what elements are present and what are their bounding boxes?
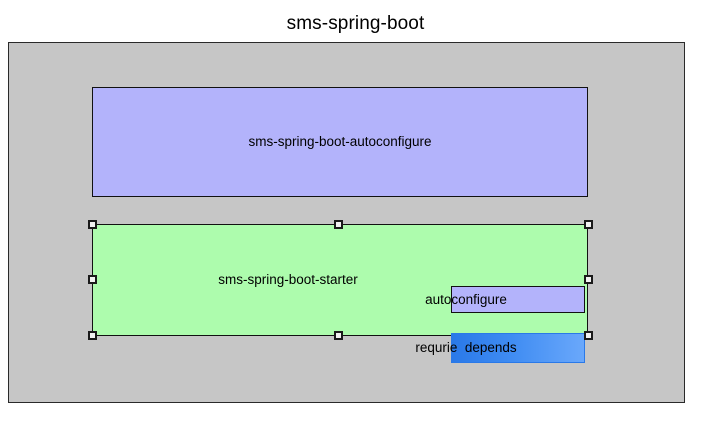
node-starter-module-label: sms-spring-boot-starter (218, 272, 358, 287)
selection-handle-top-left[interactable] (88, 220, 97, 229)
selection-handle-top-center[interactable] (334, 220, 343, 229)
node-autoconfigure-chip[interactable]: autoconfigure (425, 286, 585, 313)
selection-handle-bottom-right[interactable] (584, 331, 593, 340)
selection-handle-bottom-left[interactable] (88, 331, 97, 340)
selection-handle-bottom-center[interactable] (334, 331, 343, 340)
selection-handle-middle-right[interactable] (584, 275, 593, 284)
node-autoconfigure-module[interactable]: sms-spring-boot-autoconfigure (92, 87, 588, 197)
diagram-canvas[interactable]: sms-spring-boot-autoconfigure sms-spring… (8, 42, 685, 403)
node-starter-module[interactable]: sms-spring-boot-starter autoconfigure re… (92, 224, 588, 363)
selection-handle-middle-left[interactable] (88, 275, 97, 284)
node-autoconfigure-module-label: sms-spring-boot-autoconfigure (248, 134, 432, 149)
selection-handle-top-right[interactable] (584, 220, 593, 229)
page-title: sms-spring-boot (286, 13, 425, 34)
node-require-depends-chip-label: requrie depends (415, 340, 517, 355)
node-autoconfigure-chip-label: autoconfigure (425, 291, 507, 307)
node-require-depends-chip[interactable]: requrie depends (415, 333, 585, 363)
